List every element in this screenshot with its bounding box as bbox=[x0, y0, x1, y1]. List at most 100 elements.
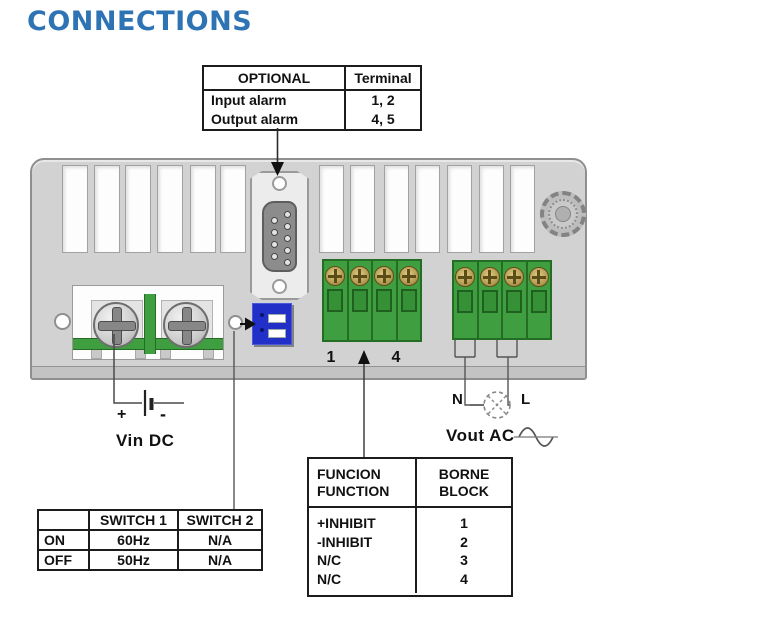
state-label: ON bbox=[39, 531, 88, 551]
terminal-number-label: 1 bbox=[326, 349, 336, 366]
fuse-holder bbox=[540, 191, 586, 237]
db9-pin bbox=[284, 247, 291, 254]
block-number-column: 1 2 3 4 bbox=[415, 508, 511, 593]
state-label: OFF bbox=[44, 552, 72, 568]
switch2-value: N/A bbox=[177, 551, 261, 569]
row-label: Input alarm bbox=[211, 92, 287, 108]
terminal-cell bbox=[503, 262, 528, 338]
brass-screw bbox=[325, 266, 346, 286]
fuse-holder-cap bbox=[555, 206, 571, 222]
wire-hole bbox=[530, 290, 547, 313]
mounting-hole bbox=[54, 313, 71, 330]
wire-hole bbox=[506, 290, 523, 313]
dip-dot bbox=[260, 328, 264, 332]
db9-pin bbox=[271, 217, 278, 224]
db9-pin bbox=[271, 253, 278, 260]
brass-screw bbox=[479, 267, 500, 287]
rear-panel bbox=[30, 158, 587, 380]
wire-hole bbox=[351, 289, 368, 312]
wire-hole bbox=[481, 290, 498, 313]
db9-pin bbox=[284, 223, 291, 230]
terminal-cell bbox=[398, 261, 421, 340]
table-row: OFF 50Hz N/A bbox=[39, 551, 261, 569]
db9-connector bbox=[250, 171, 309, 300]
terminal-block-signal bbox=[322, 259, 422, 342]
vent-slot bbox=[384, 165, 409, 253]
vent-slot bbox=[479, 165, 504, 253]
row-value: 4, 5 bbox=[344, 110, 420, 129]
dip-pointer-circle bbox=[228, 315, 243, 330]
db9-pin bbox=[284, 235, 291, 242]
terminal-cell bbox=[373, 261, 398, 340]
brass-screw bbox=[528, 267, 549, 287]
switch-table: SWITCH 1 SWITCH 2 ON 60Hz N/A OFF 50Hz N… bbox=[37, 509, 263, 571]
terminal-header: Terminal bbox=[344, 67, 420, 91]
vent-slot bbox=[94, 165, 120, 253]
terminal-block-output bbox=[452, 260, 552, 340]
vent-slot bbox=[62, 165, 88, 253]
optional-alarm-table: OPTIONAL Terminal Input alarm 1, 2 Outpu… bbox=[202, 65, 422, 131]
wire-hole bbox=[327, 289, 344, 312]
table-row: Output alarm 4, 5 bbox=[204, 110, 420, 129]
db9-pin bbox=[271, 241, 278, 248]
function-table: FUNCION FUNCTION BORNE BLOCK +INHIBIT -I… bbox=[307, 457, 513, 597]
wire-hole bbox=[457, 290, 474, 313]
table-row: Input alarm 1, 2 bbox=[204, 91, 420, 110]
ac-sine-icon bbox=[514, 427, 558, 447]
vent-slot bbox=[125, 165, 151, 253]
switch1-header: SWITCH 1 bbox=[88, 511, 177, 531]
phillips-screw bbox=[93, 302, 139, 348]
brass-screw bbox=[504, 267, 525, 287]
vin-dc-label: Vin DC bbox=[116, 431, 175, 450]
panel-bottom-flange bbox=[32, 366, 585, 378]
vin-minus-label: - bbox=[160, 404, 166, 424]
db9-screw-hole bbox=[272, 176, 287, 191]
terminal-cell bbox=[454, 262, 479, 338]
function-table-header-row: FUNCION FUNCTION BORNE BLOCK bbox=[309, 459, 511, 508]
brass-screw bbox=[398, 266, 419, 286]
dip-switch-rocker bbox=[268, 329, 286, 338]
vent-slot bbox=[510, 165, 535, 253]
brass-screw bbox=[455, 267, 476, 287]
terminal-cell bbox=[324, 261, 349, 340]
page-title: CONNECTIONS bbox=[27, 6, 253, 37]
vent-slot bbox=[350, 165, 375, 253]
switch-table-header-row: SWITCH 1 SWITCH 2 bbox=[39, 511, 261, 531]
db9-pin bbox=[284, 259, 291, 266]
optional-table-header-row: OPTIONAL Terminal bbox=[204, 67, 420, 91]
green-busbar-vertical bbox=[144, 294, 156, 354]
function-table-body: +INHIBIT -INHIBIT N/C N/C 1 2 3 4 bbox=[309, 508, 511, 593]
switch2-value: N/A bbox=[177, 531, 261, 551]
function-column: +INHIBIT -INHIBIT N/C N/C bbox=[317, 515, 376, 587]
vent-slot bbox=[319, 165, 344, 253]
terminal-cell bbox=[479, 262, 503, 338]
borne-block-header: BORNE BLOCK bbox=[415, 459, 511, 508]
vent-slot bbox=[190, 165, 216, 253]
vent-slot bbox=[415, 165, 440, 253]
vin-plus-label: + bbox=[117, 406, 127, 423]
vent-slot bbox=[447, 165, 472, 253]
vent-slot bbox=[157, 165, 183, 253]
switch1-value: 60Hz bbox=[88, 531, 177, 551]
vout-ac-label: Vout AC bbox=[446, 426, 515, 445]
terminal-number-label: 4 bbox=[391, 349, 401, 366]
db9-screw-hole bbox=[272, 279, 287, 294]
wire-hole bbox=[400, 289, 417, 312]
db9-pin bbox=[284, 211, 291, 218]
brass-screw bbox=[374, 266, 395, 286]
dip-switch-rocker bbox=[268, 314, 286, 323]
table-row: ON 60Hz N/A bbox=[39, 531, 261, 551]
switch2-header: SWITCH 2 bbox=[177, 511, 261, 531]
phillips-screw bbox=[163, 302, 209, 348]
neutral-label: N bbox=[452, 391, 463, 408]
optional-header: OPTIONAL bbox=[204, 67, 344, 91]
brass-screw bbox=[349, 266, 370, 286]
fuse-holder-ring bbox=[548, 199, 578, 229]
terminal-cell bbox=[528, 262, 551, 338]
dip-dot bbox=[260, 313, 264, 317]
vent-slot bbox=[220, 165, 246, 253]
switch1-value: 50Hz bbox=[88, 551, 177, 569]
empty-header bbox=[39, 511, 88, 531]
lamp-icon bbox=[470, 391, 511, 419]
